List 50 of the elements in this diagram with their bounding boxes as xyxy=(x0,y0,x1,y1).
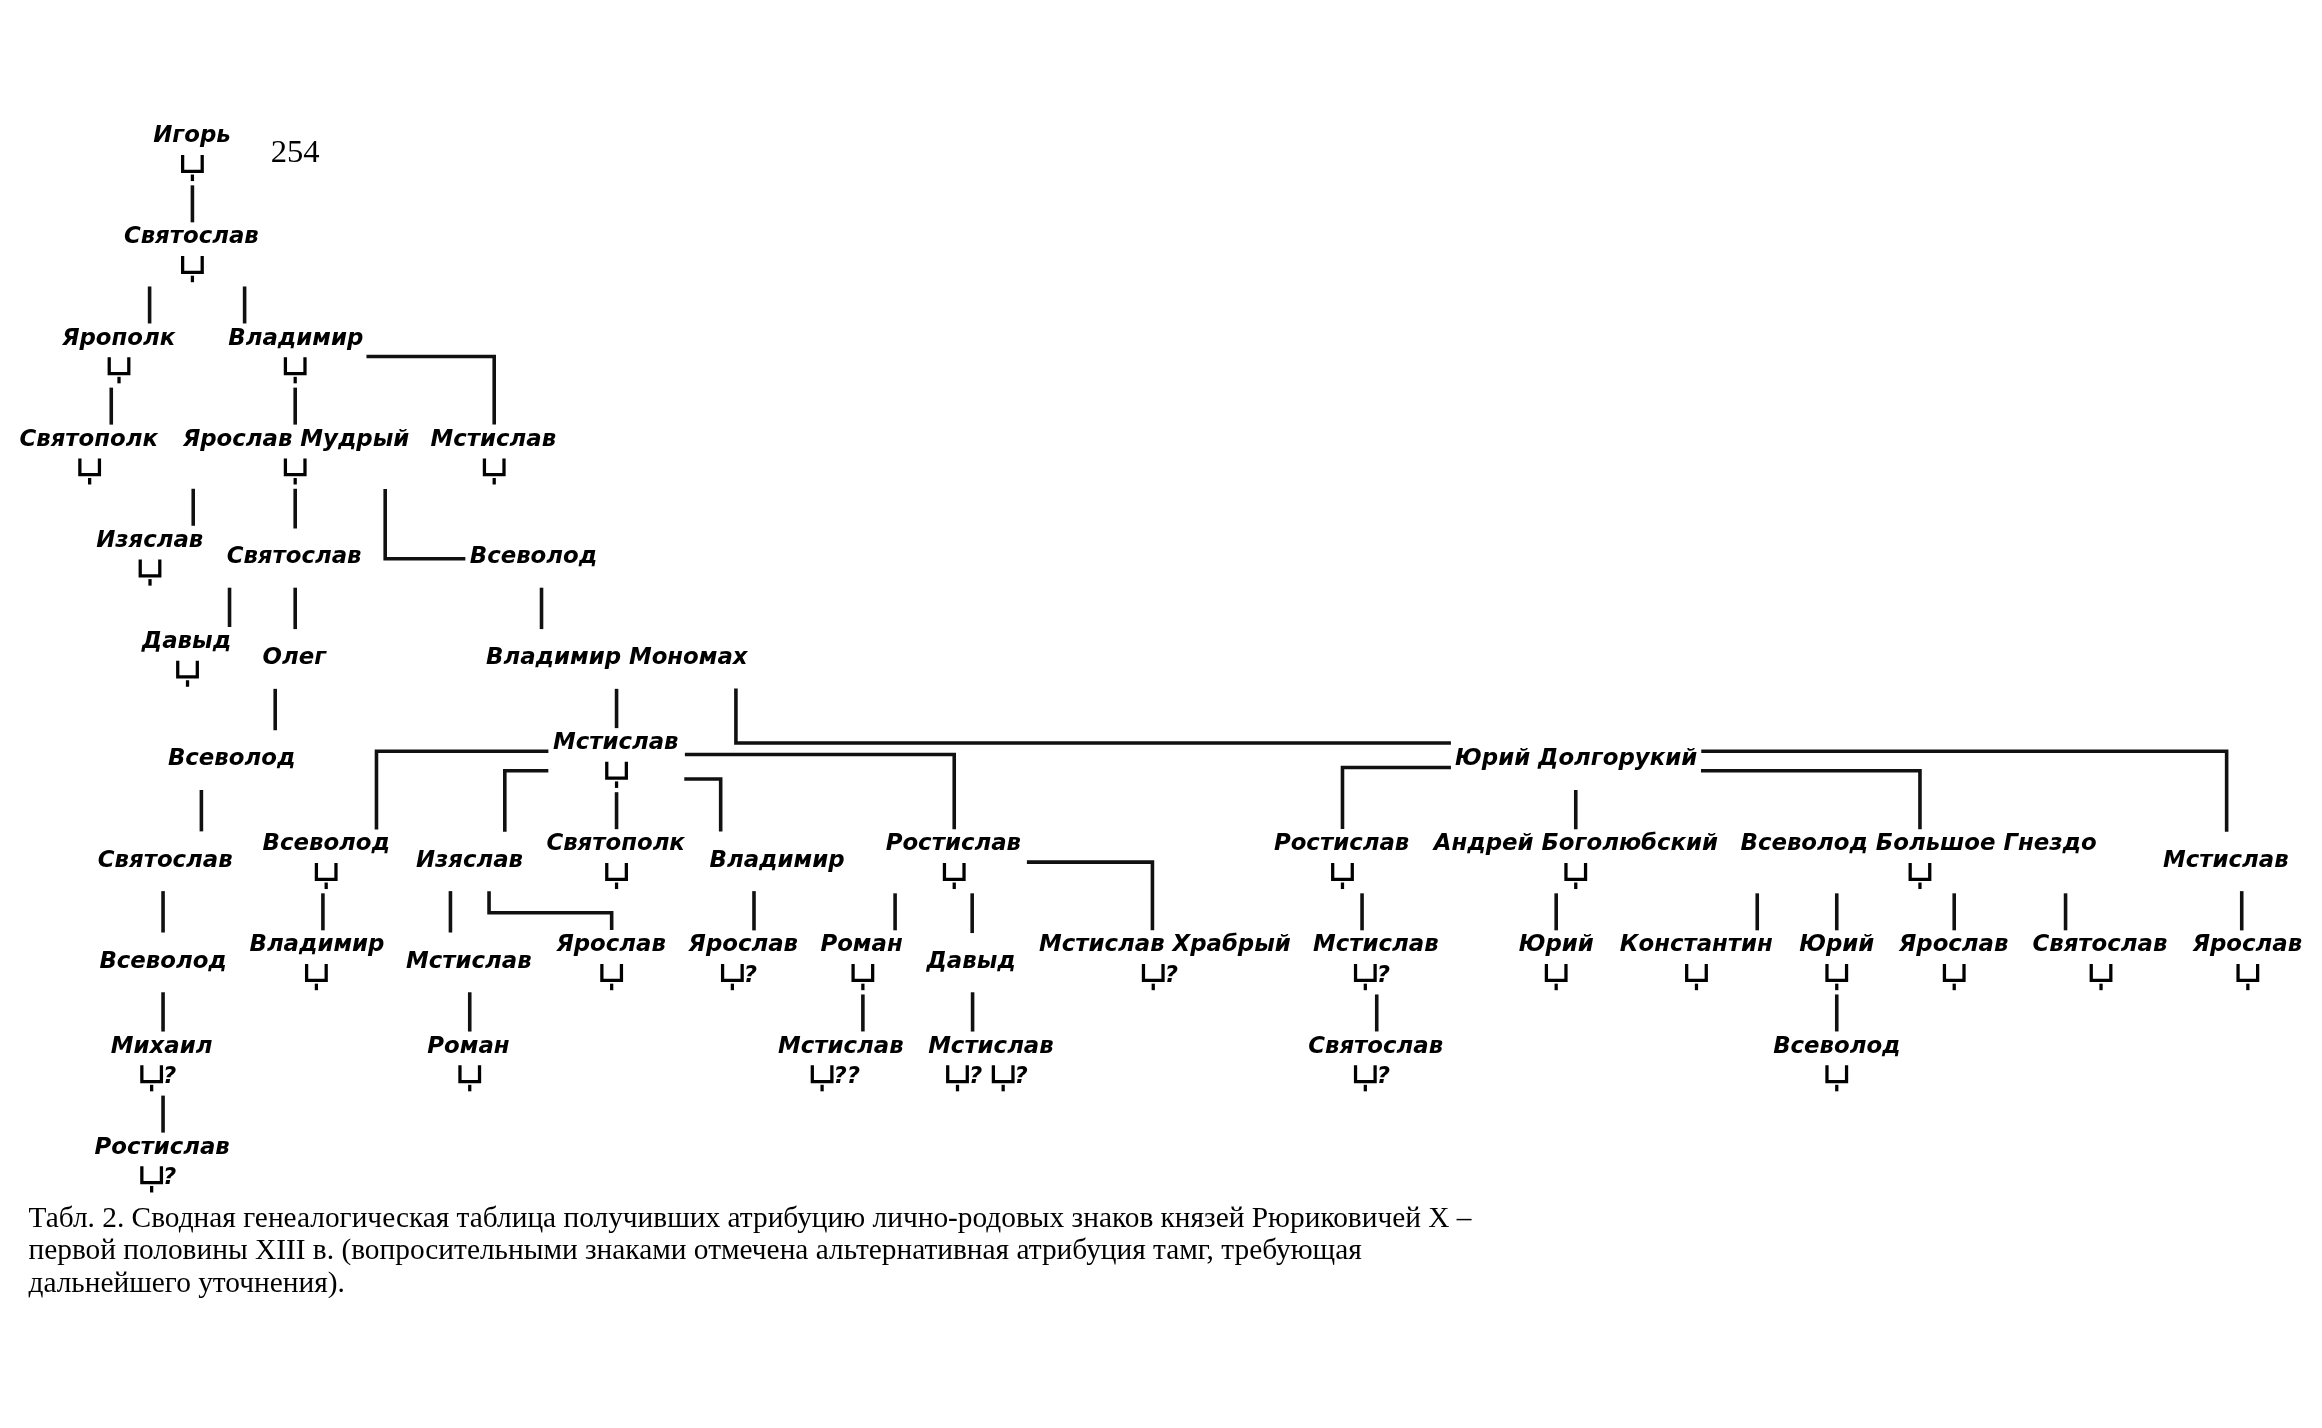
node-text: Мстислав ? ? xyxy=(928,1031,1054,1088)
node-text: Святослав xyxy=(2032,929,2168,956)
node-text: Юрий xyxy=(1518,929,1594,956)
node-text: Святослав xyxy=(97,845,233,872)
node-text: Мстислав xyxy=(430,424,557,451)
node-text: Юрий xyxy=(1799,929,1875,956)
node-text: Ярослав xyxy=(1898,929,2009,956)
node-text: Мстислав ? xyxy=(1313,929,1439,987)
node-text: Мстислав xyxy=(406,946,532,973)
node-text: Ростислав xyxy=(1273,828,1410,855)
node-text: Святополк xyxy=(19,424,158,451)
node-text: Святослав ? xyxy=(1308,1031,1444,1088)
node-text: Владимир xyxy=(709,845,845,872)
node-text: Ярослав ? xyxy=(688,929,799,987)
node-text: Всеволод xyxy=(469,541,598,568)
node-text: Ярослав xyxy=(2192,929,2303,956)
node-text: Константин xyxy=(1619,929,1773,956)
node-text: Изяслав xyxy=(415,845,524,872)
node-text: Мстислав xyxy=(552,727,679,754)
node-text: Владимир xyxy=(249,929,385,956)
node-text: Ярополк xyxy=(61,323,176,350)
node-text: Давыд xyxy=(926,946,1016,973)
node-text: Святополк xyxy=(546,828,685,855)
node-text: Игорь xyxy=(153,120,231,147)
node-text: Святослав xyxy=(226,541,362,568)
node-text: Всеволод xyxy=(1773,1031,1901,1057)
node-text: Владимир Мономах xyxy=(486,642,748,669)
node-text: Роман xyxy=(427,1031,510,1057)
node-text: Святослав xyxy=(123,221,259,248)
node-text: Мстислав ?? xyxy=(778,1031,904,1088)
node-text: Всеволод xyxy=(262,828,390,855)
node-text: Давыд xyxy=(141,626,232,653)
label: 254 xyxy=(270,131,320,168)
node-text: Михаил ? xyxy=(110,1031,213,1088)
node-text: Ярослав Мудрый xyxy=(182,424,410,451)
node-text: Всеволод xyxy=(99,946,227,973)
node-text: Ростислав ? xyxy=(94,1132,230,1189)
node-text: Роман xyxy=(820,929,903,956)
node-text: Олег xyxy=(262,642,327,669)
node-text: Всеволод xyxy=(167,743,296,770)
node-text: Ростислав xyxy=(885,828,1021,855)
node-text: Изяслав xyxy=(96,525,204,552)
caption: Табл. 2. Сводная генеалогическая таблица получивших атрибуцию лично-родовых знаков князей Рюриковичей X – первой половины XIII в. (вопросительными знаками отмечена альтернативная атрибуция тамг, требующая дальнейшего уточнения). xyxy=(28,1200,1472,1298)
node-text: Андрей Боголюбский xyxy=(1433,828,1719,855)
node-text: Юрий Долгорукий xyxy=(1455,743,1698,770)
node-text: Владимир xyxy=(228,323,364,350)
node-text: Всеволод Большое Гнездо xyxy=(1740,828,2097,855)
node-text: Ярослав xyxy=(556,929,666,956)
node-text: Мстислав xyxy=(2163,845,2289,872)
node-text: Мстислав Храбрый ? xyxy=(1039,929,1291,987)
